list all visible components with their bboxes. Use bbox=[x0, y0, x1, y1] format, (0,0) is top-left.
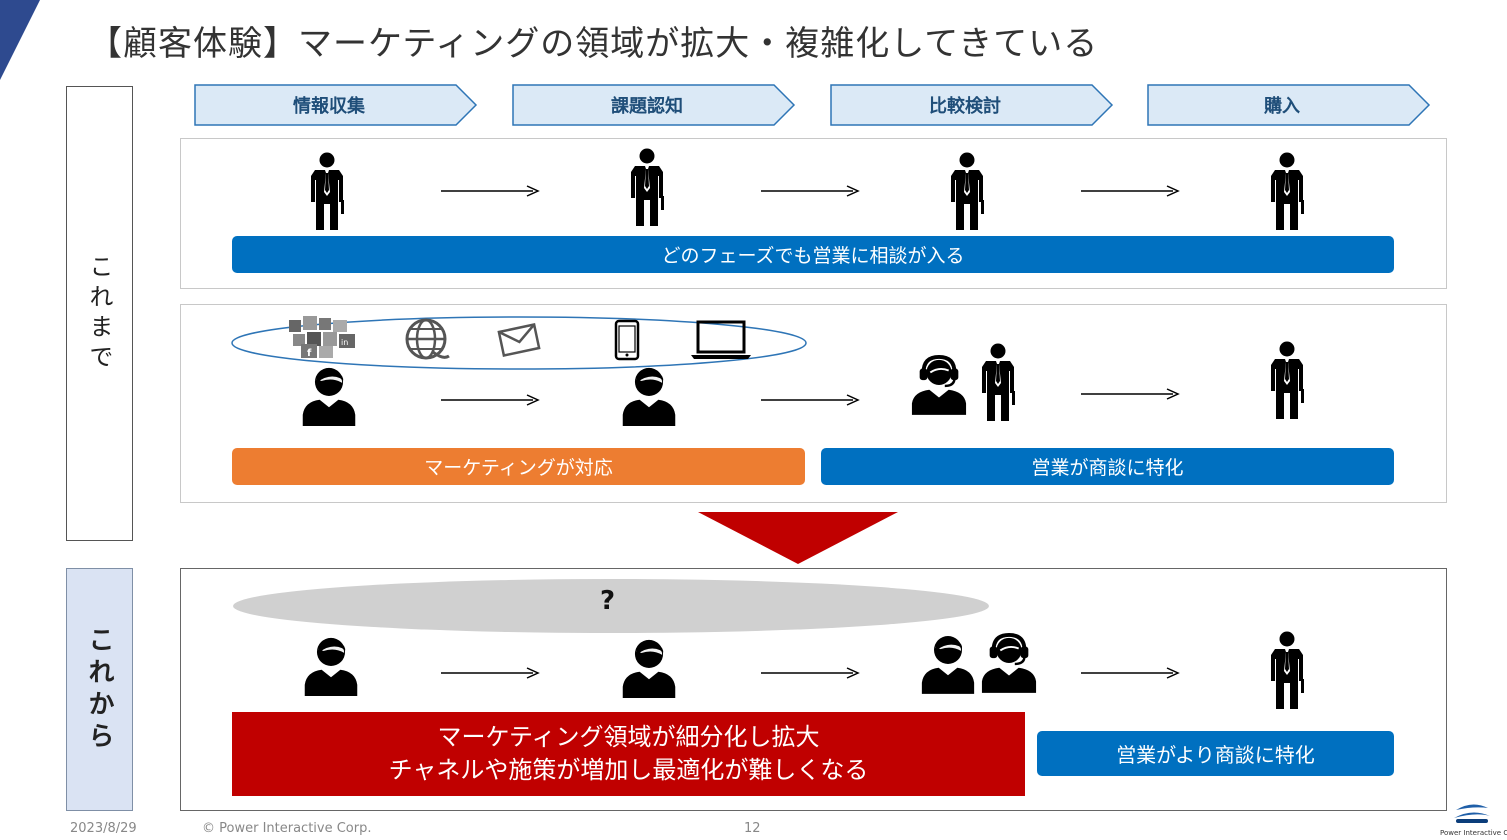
person-icon bbox=[620, 638, 678, 698]
side-label-future: これから bbox=[66, 568, 133, 811]
marketing-bar: マーケティングが対応 bbox=[232, 448, 805, 485]
phase-label: 購入 bbox=[1264, 96, 1300, 117]
right-arrow-icon bbox=[441, 185, 541, 197]
person-icon bbox=[300, 366, 358, 426]
svg-text:f: f bbox=[307, 348, 312, 359]
sales-specialize-bar: 営業が商談に特化 bbox=[821, 448, 1394, 485]
person-icon bbox=[620, 366, 678, 426]
chevron-shape bbox=[512, 84, 796, 126]
person-icon bbox=[302, 636, 360, 696]
sales-focus-bar: 営業がより商談に特化 bbox=[1037, 731, 1394, 776]
chevron-shape bbox=[830, 84, 1114, 126]
right-arrow-icon bbox=[761, 394, 861, 406]
smartphone-icon bbox=[614, 319, 640, 361]
phase-problem-awareness: 課題認知 bbox=[512, 84, 796, 126]
phase-label: 情報収集 bbox=[293, 96, 365, 117]
chevron-shape bbox=[194, 84, 478, 126]
side-label-past: これまで bbox=[66, 86, 133, 541]
side-label-past-text: これまで bbox=[85, 253, 113, 374]
globe-icon bbox=[405, 318, 450, 360]
page-title: 【顧客体験】マーケティングの領域が拡大・複雑化してきている bbox=[88, 24, 1099, 64]
right-arrow-icon bbox=[1081, 388, 1181, 400]
footer-copyright: © Power Interactive Corp. bbox=[202, 821, 372, 836]
page-number: 12 bbox=[744, 821, 761, 836]
operator-icon bbox=[910, 352, 968, 416]
laptop-icon bbox=[691, 320, 751, 359]
down-triangle-icon bbox=[698, 512, 898, 564]
phase-label: 課題認知 bbox=[611, 96, 683, 117]
chevron-shape bbox=[1147, 84, 1431, 126]
person-icon bbox=[920, 634, 976, 694]
company-logo bbox=[1454, 804, 1490, 823]
marketing-complexity-bar: マーケティング領域が細分化し拡大 チャネルや施策が増加し最適化が難しくなる bbox=[232, 712, 1025, 796]
footer-date: 2023/8/29 bbox=[70, 821, 137, 836]
right-arrow-icon bbox=[441, 394, 541, 406]
businessman-icon bbox=[947, 152, 987, 232]
right-arrow-icon bbox=[1081, 185, 1181, 197]
businessman-icon bbox=[1267, 631, 1307, 711]
right-arrow-icon bbox=[761, 185, 861, 197]
phase-info-gathering: 情報収集 bbox=[194, 84, 478, 126]
unknown-channels-ellipse bbox=[233, 579, 989, 633]
logo-caption: Power Interactive Corp bbox=[1440, 829, 1507, 837]
question-mark: ? bbox=[600, 586, 616, 616]
social-media-icon: f in bbox=[289, 316, 355, 359]
marketing-complexity-line-2: チャネルや施策が増加し最適化が難しくなる bbox=[388, 756, 869, 784]
right-arrow-icon bbox=[1081, 667, 1181, 679]
phase-comparison: 比較検討 bbox=[830, 84, 1114, 126]
businessman-icon bbox=[1267, 152, 1307, 232]
businessman-icon bbox=[978, 343, 1018, 423]
side-label-future-text: これから bbox=[84, 625, 114, 754]
businessman-icon bbox=[307, 152, 347, 232]
channel-ellipse bbox=[231, 316, 807, 370]
right-arrow-icon bbox=[761, 667, 861, 679]
right-arrow-icon bbox=[441, 667, 541, 679]
phase-label: 比較検討 bbox=[929, 96, 1001, 117]
svg-text:in: in bbox=[341, 338, 348, 347]
corner-decoration bbox=[0, 0, 40, 80]
operator-icon bbox=[980, 630, 1038, 694]
businessman-icon bbox=[627, 148, 667, 228]
phase-purchase: 購入 bbox=[1147, 84, 1431, 126]
mail-icon bbox=[497, 323, 541, 357]
sales-consult-bar: どのフェーズでも営業に相談が入る bbox=[232, 236, 1394, 273]
businessman-icon bbox=[1267, 341, 1307, 421]
marketing-complexity-line-1: マーケティング領域が細分化し拡大 bbox=[437, 723, 820, 751]
